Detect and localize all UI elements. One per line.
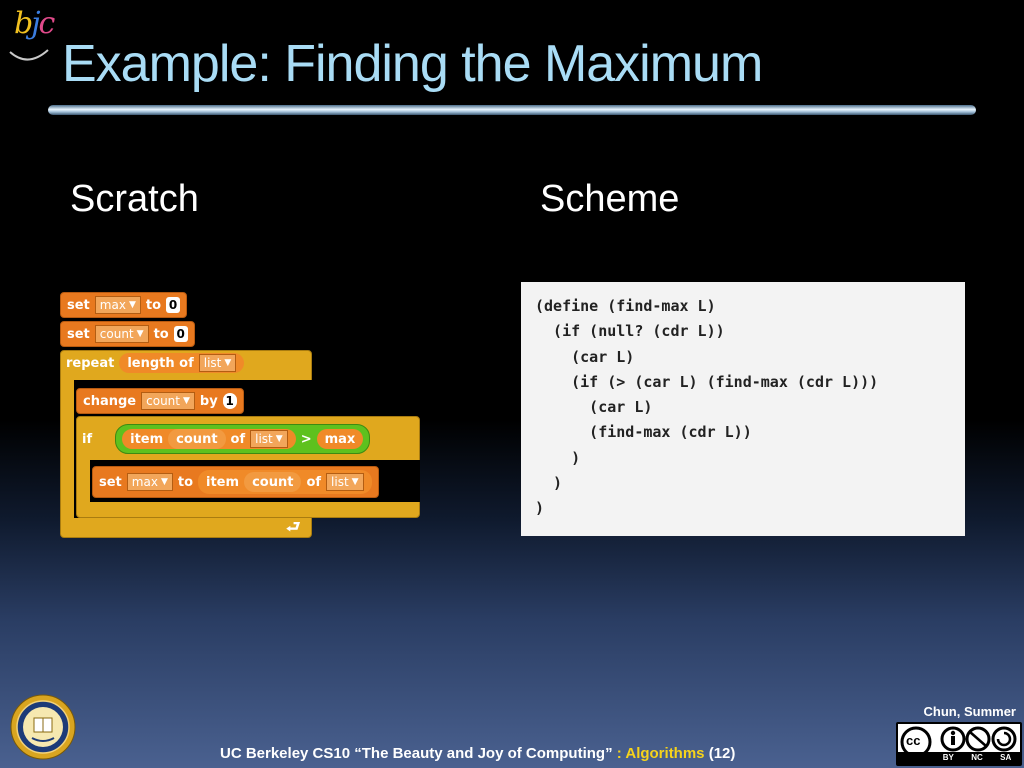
list-dropdown[interactable]: list▼ [198, 354, 237, 372]
slide-title: Example: Finding the Maximum [62, 35, 763, 93]
scratch-script: set max▼ to 0 set count▼ to 0 repeat len… [58, 288, 430, 544]
list-dropdown[interactable]: list▼ [250, 430, 288, 448]
item-of-reporter[interactable]: item count of list▼ [198, 470, 372, 494]
length-of-reporter[interactable]: length of list▼ [119, 353, 245, 373]
author-credit: Chun, Summer [923, 704, 1016, 719]
smile-arc-icon [9, 49, 49, 61]
block-keyword: if [82, 431, 93, 447]
value-slot[interactable]: 0 [173, 326, 188, 342]
uc-seal-icon [10, 694, 76, 760]
block-keyword: set [67, 326, 90, 342]
code-line: (if (null? (cdr L)) [535, 322, 725, 341]
block-keyword: to [145, 297, 162, 313]
code-line: ) [535, 474, 563, 493]
block-keyword: to [177, 474, 194, 490]
footer-course-line: UC Berkeley CS10 “The Beauty and Joy of … [220, 745, 736, 762]
bjc-logo: bjc [6, 6, 58, 70]
count-variable-reporter[interactable]: count [168, 429, 226, 449]
cc-license-icons [900, 726, 1017, 754]
dropdown-arrow-icon: ▼ [128, 300, 136, 310]
value-slot[interactable]: 0 [166, 297, 181, 313]
dropdown-arrow-icon: ▼ [224, 358, 232, 368]
scheme-code-panel: (define (find-max L) (if (null? (cdr L))… [521, 282, 965, 536]
greater-than-operator: > [300, 431, 312, 447]
block-keyword: set [99, 474, 122, 490]
count-variable-reporter[interactable]: count [244, 472, 302, 492]
repeat-block[interactable]: repeat length of list▼ [60, 350, 312, 376]
code-line: (find-max (cdr L)) [535, 423, 752, 442]
creative-commons-badge[interactable]: cc BY NC SA [896, 722, 1022, 766]
dropdown-arrow-icon: ▼ [160, 477, 168, 487]
cc-mark: cc [906, 733, 921, 748]
variable-dropdown[interactable]: count▼ [94, 325, 149, 343]
change-count-block[interactable]: change count▼ by 1 [76, 388, 244, 414]
list-dropdown[interactable]: list▼ [326, 473, 364, 491]
block-keyword: to [153, 326, 169, 342]
dropdown-arrow-icon: ▼ [275, 434, 283, 444]
dropdown-arrow-icon: ▼ [136, 329, 144, 339]
dropdown-arrow-icon: ▼ [182, 396, 190, 406]
code-line: (car L) [535, 398, 653, 417]
greater-than-predicate[interactable]: item count of list▼ > max [115, 424, 371, 454]
cc-label-nc: NC [971, 753, 983, 762]
code-line: ) [535, 499, 545, 518]
variable-dropdown[interactable]: max▼ [94, 296, 141, 314]
variable-dropdown[interactable]: count▼ [141, 392, 195, 410]
set-max-block[interactable]: set max▼ to 0 [60, 292, 188, 318]
block-keyword: repeat [66, 355, 115, 371]
block-keyword: change [83, 393, 137, 409]
code-line: (if (> (car L) (find-max (cdr L))) [535, 372, 879, 391]
variable-dropdown[interactable]: max▼ [126, 473, 173, 491]
title-divider [48, 105, 976, 115]
scheme-heading: Scheme [540, 178, 680, 220]
block-keyword: set [67, 297, 90, 313]
code-line: ) [535, 448, 581, 467]
bjc-logo-text: bjc [14, 6, 55, 41]
code-line: (car L) [535, 347, 635, 366]
max-variable-reporter[interactable]: max [316, 429, 364, 449]
set-max-item-block[interactable]: set max▼ to item count of list▼ [92, 466, 379, 498]
dropdown-arrow-icon: ▼ [351, 477, 359, 487]
scratch-heading: Scratch [70, 178, 199, 220]
if-block[interactable]: if item count of list▼ > max [76, 422, 376, 456]
value-slot[interactable]: 1 [222, 393, 237, 409]
loop-arrow-icon: ⮐ [286, 519, 301, 536]
block-keyword: by [199, 393, 218, 409]
cc-label-sa: SA [1000, 753, 1012, 762]
item-of-reporter[interactable]: item count of list▼ [122, 429, 296, 449]
cc-label-bar: BY NC SA [898, 752, 1020, 764]
set-count-block[interactable]: set count▼ to 0 [60, 321, 195, 347]
code-line: (define (find-max L) [535, 297, 716, 315]
cc-label-by: BY [942, 753, 954, 762]
